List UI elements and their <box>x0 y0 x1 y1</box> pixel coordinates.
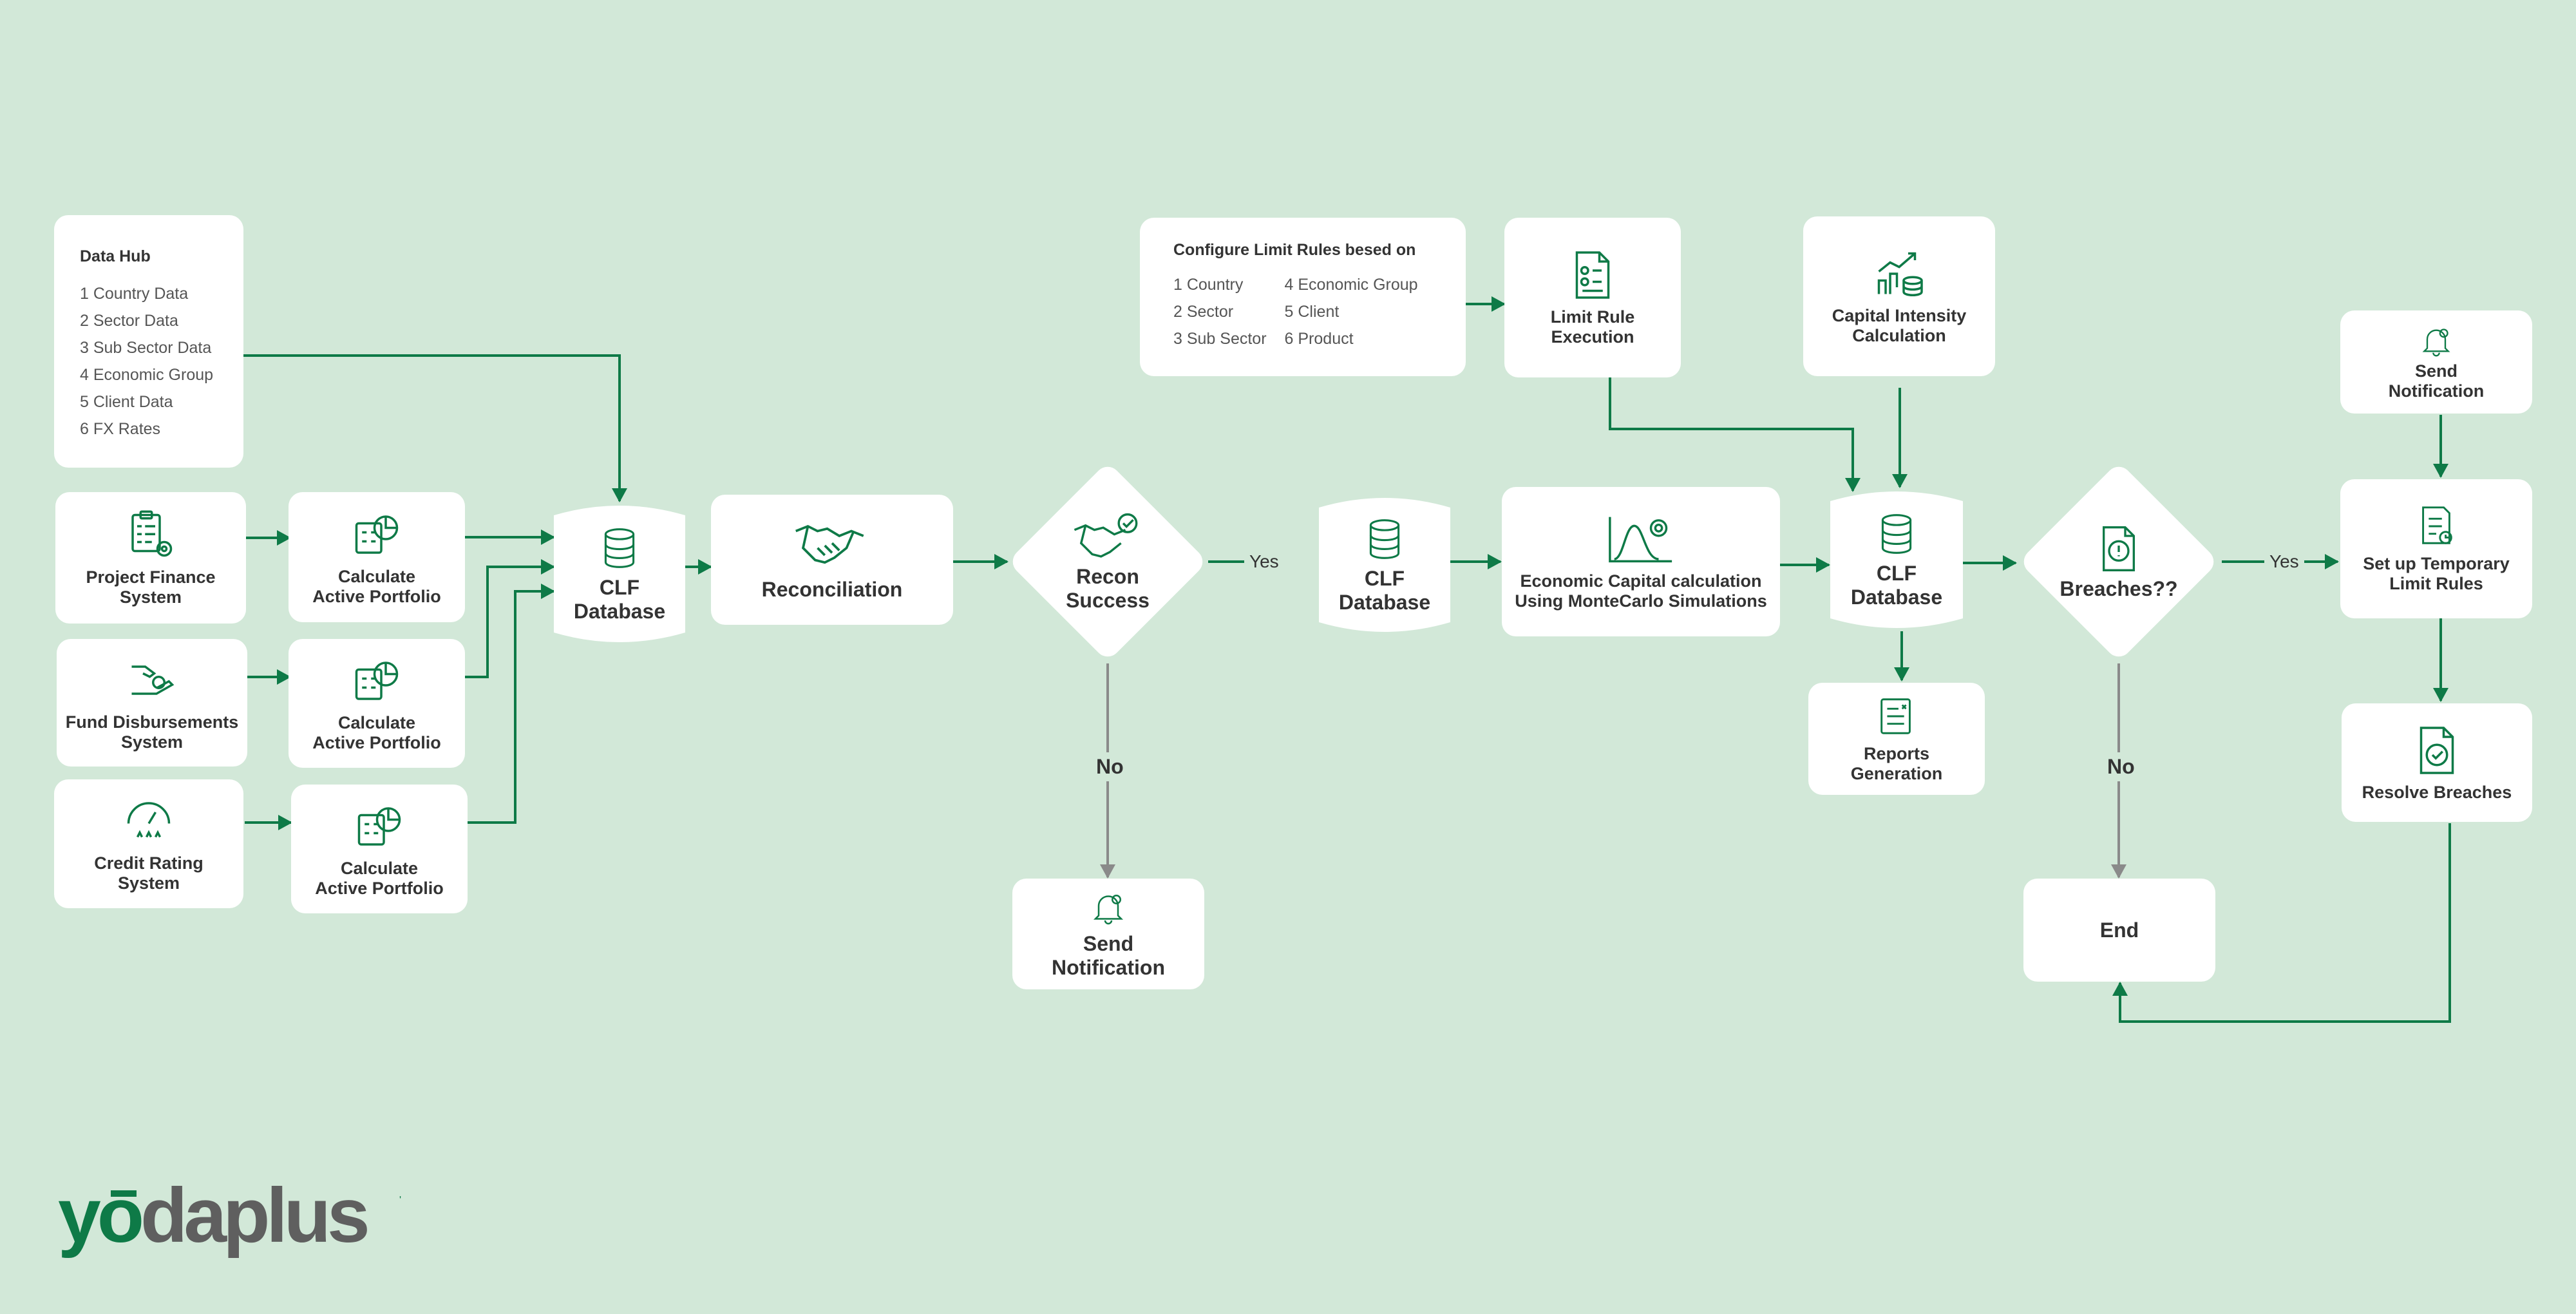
clf-database-2: CLF Database <box>1319 493 1450 636</box>
node-label: Set up Temporary Limit Rules <box>2363 554 2510 593</box>
data-hub-card: Data Hub 1 Country Data 2 Sector Data 3 … <box>54 215 243 468</box>
hub-item: 2 Sector Data <box>80 312 178 330</box>
node-label: Reconciliation <box>761 577 903 601</box>
config-title: Configure Limit Rules besed on <box>1173 241 1416 259</box>
node-label: Fund Disbursements System <box>65 712 239 752</box>
send-notification-2: Send Notification <box>2340 310 2532 414</box>
set-up-temporary-limit-rules: Set up Temporary Limit Rules <box>2340 479 2532 618</box>
edge-label-no: No <box>1091 752 1129 781</box>
alert-doc-icon <box>2093 523 2145 575</box>
bell-icon <box>1089 888 1128 927</box>
fund-disbursements-system: Fund Disbursements System <box>57 639 247 766</box>
breaches-decision: Breaches?? <box>2018 461 2219 662</box>
capital-intensity-calculation: Capital Intensity Calculation <box>1803 216 1995 376</box>
node-label: CLF Database <box>1338 567 1431 614</box>
config-item: 6 Product <box>1284 330 1354 348</box>
calculator-chart-icon <box>350 654 404 708</box>
calculate-active-portfolio-3: Calculate Active Portfolio <box>291 785 468 913</box>
node-label: Limit Rule Execution <box>1550 307 1635 347</box>
configure-limit-rules-card: Configure Limit Rules besed on 1 Country… <box>1140 218 1466 376</box>
node-label: Breaches?? <box>2060 576 2178 600</box>
hub-item: 3 Sub Sector Data <box>80 339 212 357</box>
handshake-icon <box>793 519 871 573</box>
chart-coins-icon <box>1872 247 1926 301</box>
node-label: CLF Database <box>1850 562 1943 609</box>
node-label: End <box>2099 918 2139 942</box>
arrow-hub-to-db <box>243 354 627 502</box>
database-icon <box>1873 510 1920 558</box>
hub-item: 6 FX Rates <box>80 420 161 438</box>
send-notification-1: Send Notification <box>1012 879 1204 989</box>
report-doc-icon <box>1874 694 1919 739</box>
calculator-chart-icon <box>350 508 404 562</box>
data-hub-title: Data Hub <box>80 247 151 265</box>
clf-database-3: CLF Database <box>1830 487 1963 633</box>
arrow-limit-to-db3 <box>1609 377 1861 492</box>
arrow-calc2-to-db <box>465 559 555 678</box>
node-label: Calculate Active Portfolio <box>312 567 441 606</box>
recon-success-decision: Recon Success <box>1007 461 1208 662</box>
calculator-chart-icon <box>352 799 406 853</box>
reports-generation: Reports Generation <box>1808 683 1985 795</box>
edge-label-yes: Yes <box>2264 549 2304 575</box>
doc-check-icon <box>2410 723 2464 777</box>
project-finance-system: Project Finance System <box>55 492 246 624</box>
bell-icon <box>2418 323 2454 359</box>
node-label: Send Notification <box>2388 361 2485 401</box>
node-label: Calculate Active Portfolio <box>315 859 444 898</box>
hub-item: 5 Client Data <box>80 393 173 411</box>
clf-database-1: CLF Database <box>554 501 685 647</box>
hand-coin-icon <box>125 653 179 707</box>
svg-text:': ' <box>399 1195 401 1206</box>
gauge-stars-icon <box>122 794 176 848</box>
bell-curve-icon <box>1605 512 1676 566</box>
doc-clock-icon <box>2414 504 2459 549</box>
database-icon <box>1361 515 1408 563</box>
node-label: Send Notification <box>1052 932 1165 979</box>
node-label: Capital Intensity Calculation <box>1832 306 1967 345</box>
checklist-gear-icon <box>124 508 178 562</box>
node-label: Credit Rating System <box>94 853 204 893</box>
end-node: End <box>2023 879 2215 982</box>
node-label: Calculate Active Portfolio <box>312 713 441 752</box>
calculate-active-portfolio-1: Calculate Active Portfolio <box>289 492 465 622</box>
reconciliation-node: Reconciliation <box>711 495 953 625</box>
economic-capital-calculation: Economic Capital calculation Using Monte… <box>1502 487 1780 636</box>
database-icon <box>596 524 643 572</box>
credit-rating-system: Credit Rating System <box>54 779 243 908</box>
handshake-check-icon <box>1072 511 1143 562</box>
config-item: 5 Client <box>1284 303 1340 321</box>
arrow-resolve-to-end <box>2112 823 2451 1023</box>
calculate-active-portfolio-2: Calculate Active Portfolio <box>289 639 465 768</box>
hub-item: 4 Economic Group <box>80 366 214 384</box>
edge-label-yes: Yes <box>1244 549 1284 575</box>
config-item: 1 Country <box>1173 276 1244 294</box>
node-label: Resolve Breaches <box>2362 782 2512 802</box>
hub-item: 1 Country Data <box>80 285 189 303</box>
resolve-breaches: Resolve Breaches <box>2342 703 2532 822</box>
node-label: Reports Generation <box>1850 744 1943 783</box>
svg-text:yodaplus: yodaplus <box>58 1179 367 1259</box>
node-label: Project Finance System <box>86 567 216 607</box>
edge-label-no: No <box>2102 752 2140 781</box>
node-label: Economic Capital calculation Using Monte… <box>1515 571 1767 611</box>
arrow-calc3-to-db <box>468 584 555 824</box>
node-label: CLF Database <box>573 576 666 623</box>
checklist-doc-icon <box>1566 248 1620 302</box>
limit-rule-execution: Limit Rule Execution <box>1504 218 1681 377</box>
config-item: 3 Sub Sector <box>1173 330 1267 348</box>
config-item: 4 Economic Group <box>1284 276 1418 294</box>
config-item: 2 Sector <box>1173 303 1234 321</box>
node-label: Recon Success <box>1066 565 1150 612</box>
yodaplus-logo: yodaplus ' <box>58 1172 419 1272</box>
